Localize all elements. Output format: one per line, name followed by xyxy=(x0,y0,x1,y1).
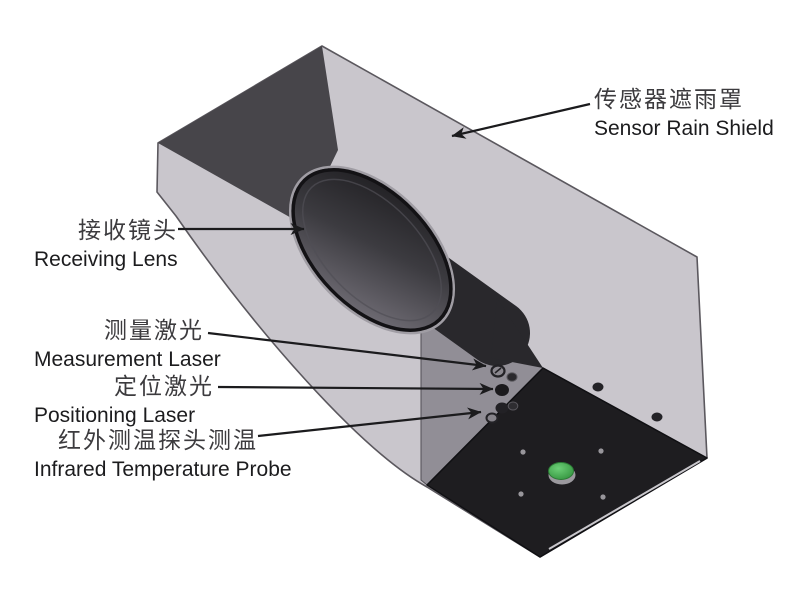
base-screw-dot xyxy=(598,448,604,454)
label-positioning-laser: 定位激光 Positioning Laser xyxy=(34,371,214,429)
label-receiving-lens-zh: 接收镜头 xyxy=(78,217,178,243)
label-infrared-probe-zh: 红外测温探头测温 xyxy=(58,427,258,453)
label-receiving-lens: 接收镜头 Receiving Lens xyxy=(34,215,178,273)
leader-lines xyxy=(178,102,591,438)
green-indicator xyxy=(548,462,576,485)
base-screw-dots xyxy=(518,448,606,500)
aperture-small-3 xyxy=(485,412,499,424)
base-screw-dot xyxy=(520,449,526,455)
label-infrared-probe: 红外测温探头测温 Infrared Temperature Probe xyxy=(34,425,292,483)
measurement-laser-aperture-mark xyxy=(494,367,502,374)
receiving-lens-opening xyxy=(291,168,453,332)
base-screw-dot xyxy=(600,494,606,500)
label-positioning-laser-zh: 定位激光 xyxy=(114,373,214,399)
leader-positioning-laser xyxy=(217,382,494,395)
positioning-laser-aperture xyxy=(495,384,509,396)
aperture-small-1 xyxy=(506,372,518,382)
base-screw-dot xyxy=(518,491,524,497)
panel-screw-hole-1 xyxy=(592,382,604,392)
aperture-cluster xyxy=(485,364,519,424)
receiving-lens-inner-rim xyxy=(302,178,442,322)
infrared-probe-aperture xyxy=(495,402,509,414)
label-sensor-rain-shield-zh: 传感器遮雨罩 xyxy=(594,86,744,112)
aperture-small-2 xyxy=(507,401,519,411)
green-indicator-led xyxy=(548,462,574,480)
receiving-lens-rim-highlight xyxy=(288,165,456,335)
label-sensor-rain-shield: 传感器遮雨罩 Sensor Rain Shield xyxy=(594,84,800,142)
label-receiving-lens-en: Receiving Lens xyxy=(34,248,178,271)
base-edge-highlight xyxy=(548,460,701,550)
panel-screw-hole-2 xyxy=(651,412,663,422)
shield-top-inner-face xyxy=(158,46,338,224)
leader-rain-shield xyxy=(451,102,591,139)
leader-infrared-probe xyxy=(257,407,482,438)
label-measurement-laser-en: Measurement Laser xyxy=(34,348,221,371)
lens-tube-taper xyxy=(491,298,543,368)
label-measurement-laser-zh: 测量激光 xyxy=(104,317,204,343)
leader-measurement-laser xyxy=(207,331,487,371)
label-infrared-probe-en: Infrared Temperature Probe xyxy=(34,458,292,481)
label-sensor-rain-shield-en: Sensor Rain Shield xyxy=(594,117,774,140)
label-positioning-laser-en: Positioning Laser xyxy=(34,404,196,427)
label-measurement-laser: 测量激光 Measurement Laser xyxy=(34,315,221,373)
